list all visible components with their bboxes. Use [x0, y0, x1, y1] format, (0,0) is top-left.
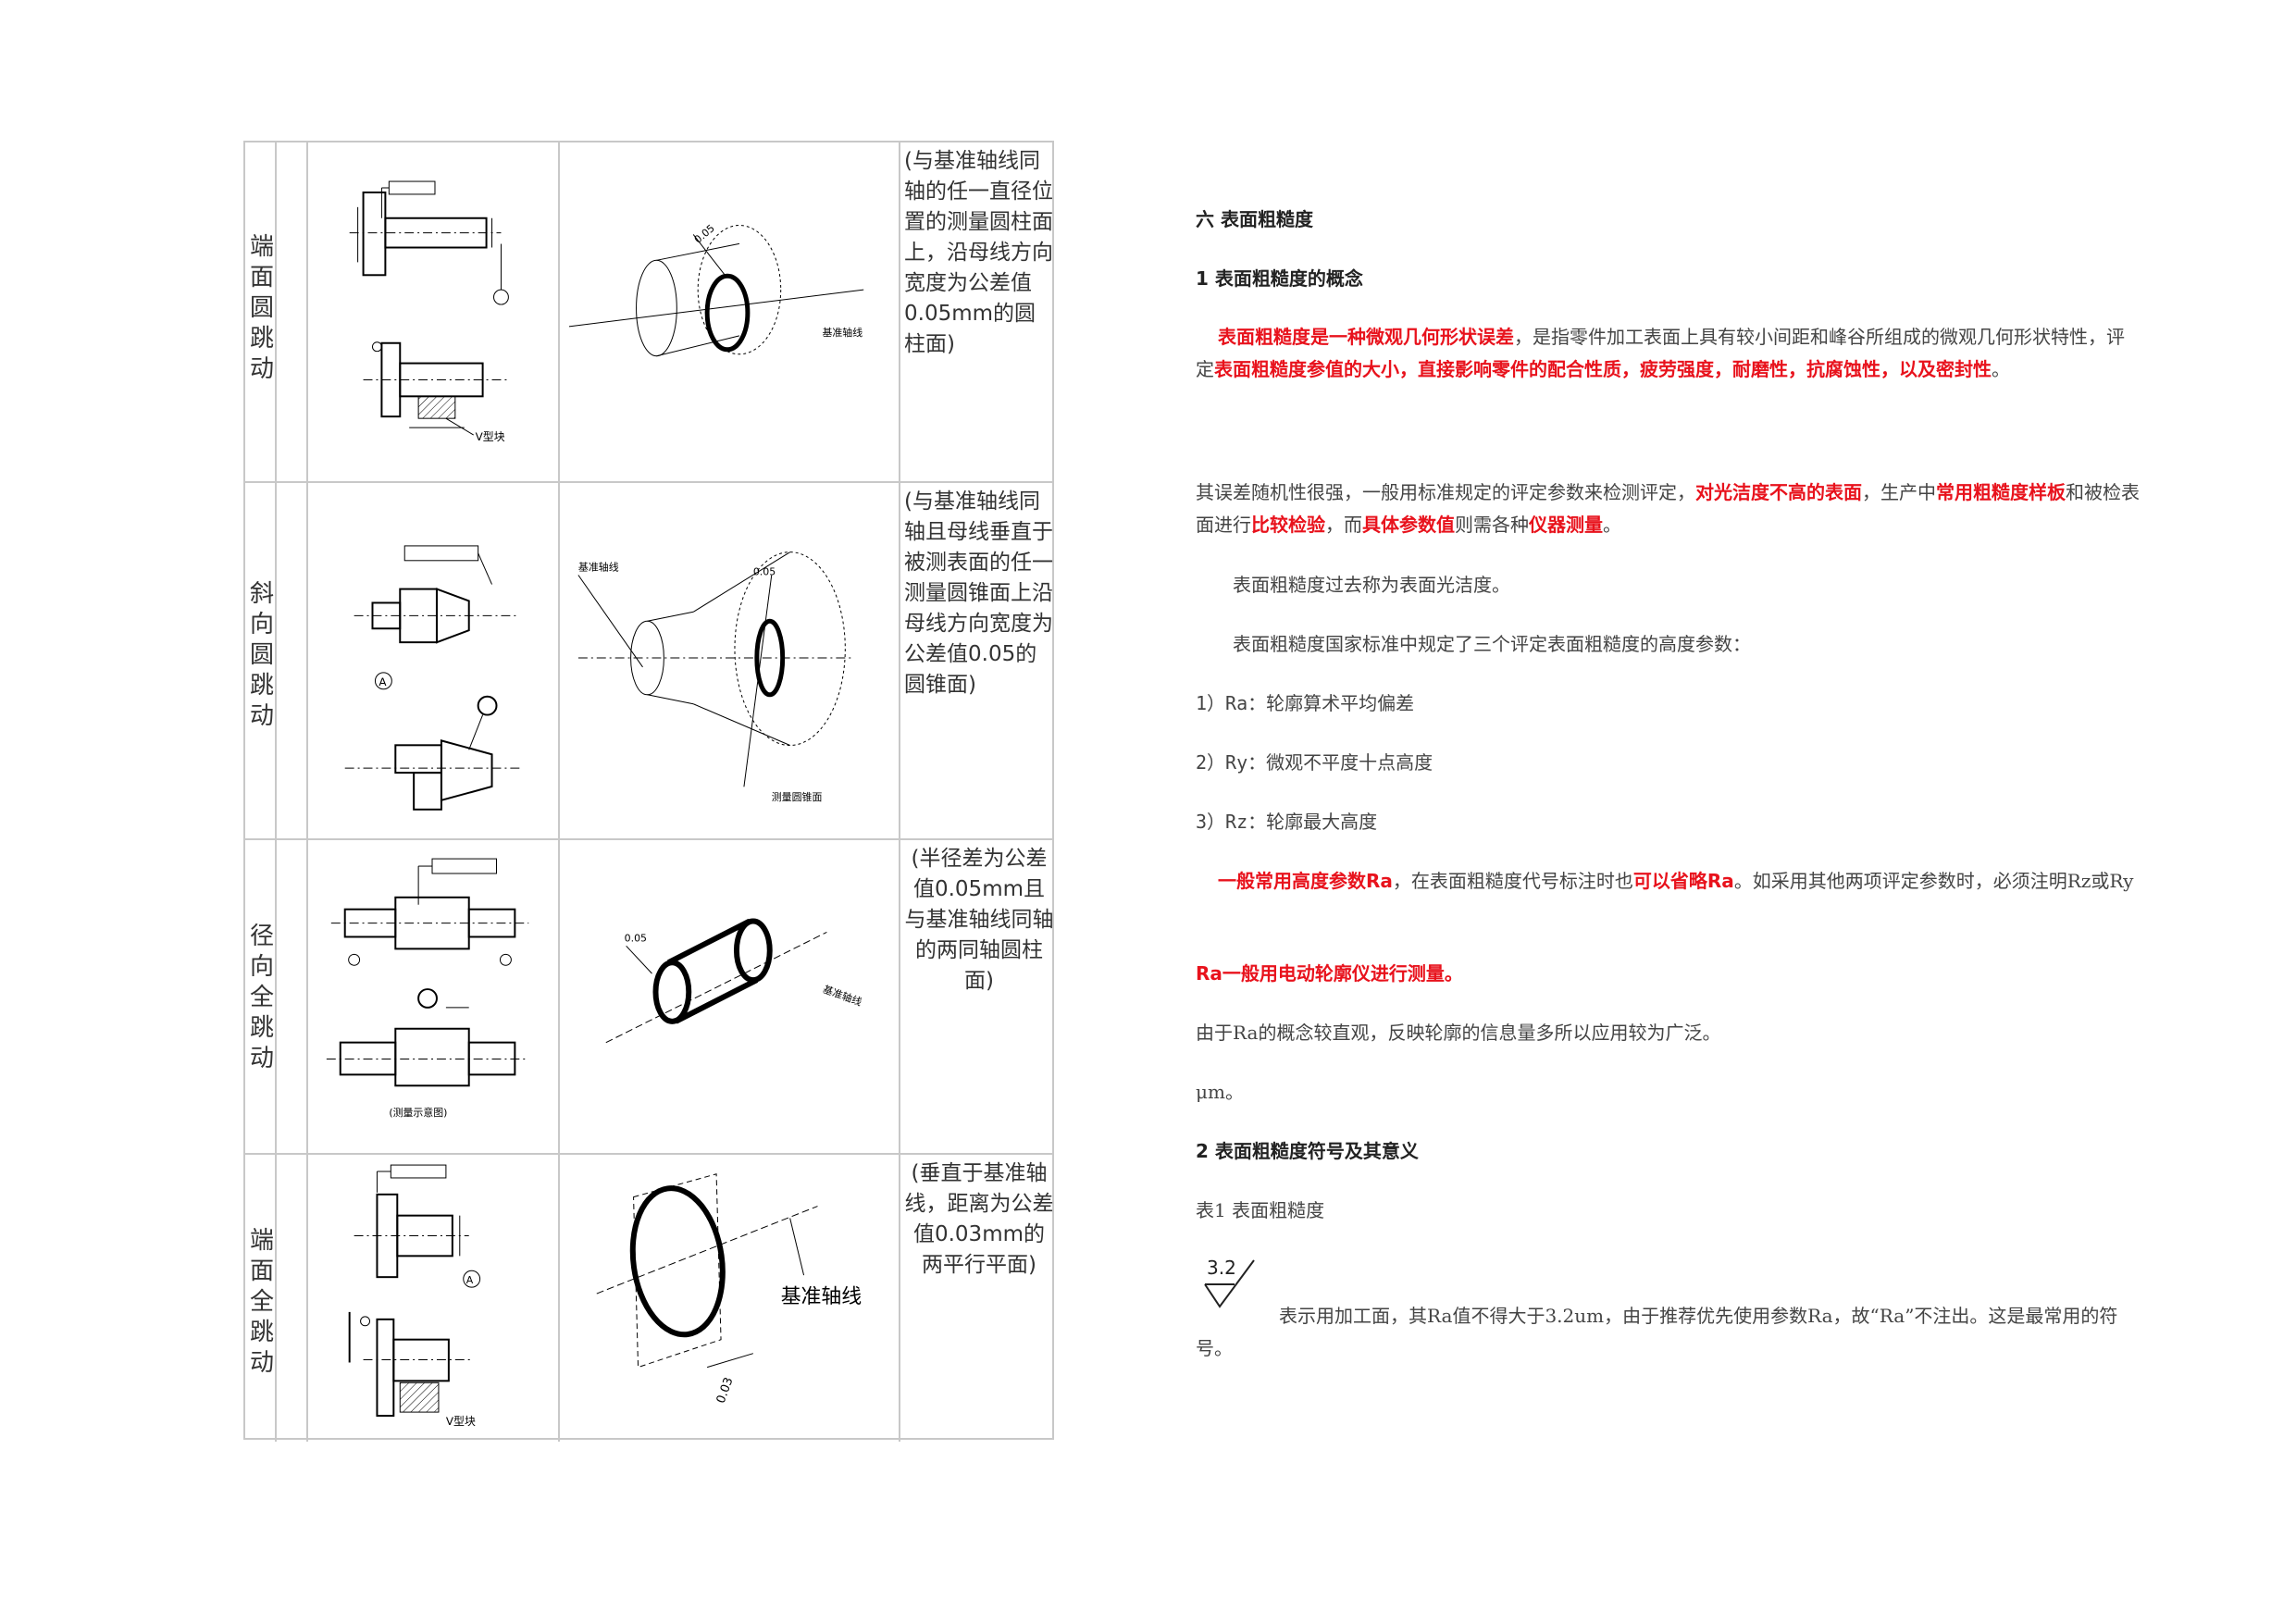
roughness-symbol: 3.2 [1203, 1257, 1259, 1312]
svg-text:基准轴线: 基准轴线 [822, 326, 863, 339]
subsection-title-2: 2 表面粗糙度符号及其意义 [1196, 1140, 1419, 1162]
svg-text:基准轴线: 基准轴线 [821, 983, 863, 1009]
symbol-drawing: V型块 [308, 142, 560, 481]
paragraph-ra-concept: 由于Ra的概念较直观，反映轮廓的信息量多所以应用较为广泛。 [1196, 1022, 1721, 1044]
symbol-drawing: (测量示意图) [308, 840, 560, 1153]
row-name: 端面圆跳动 [250, 233, 275, 383]
paragraph-standard: 表面粗糙度国家标准中规定了三个评定表面粗糙度的高度参数： [1233, 633, 1751, 655]
symbol-description: 表示用加工面，其Ra值不得大于3.2um，由于推荐优先使用参数Ra，故“Ra”不… [1196, 1305, 2118, 1359]
table-caption: 表1 表面粗糙度 [1196, 1199, 1325, 1221]
param-ry: 2）Ry：微观不平度十点高度 [1196, 751, 1433, 774]
table-row: 斜向圆跳动 A 基准轴线 [245, 483, 1053, 840]
svg-text:A: A [379, 675, 387, 688]
tolerance-table: 端面圆跳动 V型块 [243, 141, 1054, 1442]
svg-text:0.03: 0.03 [714, 1376, 737, 1406]
symbol-drawing: A [308, 483, 560, 838]
roughness-value: 3.2 [1207, 1257, 1236, 1279]
svg-text:(测量示意图): (测量示意图) [389, 1106, 447, 1119]
row-name: 斜向圆跳动 [250, 580, 275, 730]
pictorial-drawing: 基准轴线 0.05 测量圆锥面 [560, 483, 900, 838]
param-ra: 1）Ra：轮廓算术平均偏差 [1196, 692, 1415, 714]
table-row: 端面全跳动 A V型块 [245, 1155, 1054, 1442]
pictorial-drawing: 基准轴线 0.03 [560, 1155, 900, 1442]
paragraph-ra-measure: Ra一般用电动轮廓仪进行测量。 [1196, 962, 1463, 985]
svg-text:0.05: 0.05 [692, 222, 717, 246]
paragraph-concept: 表面粗糙度是一种微观几何形状误差，是指零件加工表面上具有较小间距和峰谷所组成的微… [1196, 326, 2125, 380]
row-name: 端面全跳动 [250, 1227, 275, 1377]
paragraph-ra-usage: 一般常用高度参数Ra，在表面粗糙度代号标注时也可以省略Ra。如采用其他两项评定参… [1218, 870, 2134, 892]
row-description: (与基准轴线同轴且母线垂直于被测表面的任一测量圆锥面上沿母线方向宽度为公差值0.… [904, 489, 1053, 697]
paragraph-unit: μm。 [1196, 1081, 1244, 1103]
paragraph-measurement: 其误差随机性很强，一般用标准规定的评定参数来检测评定，对光洁度不高的表面，生产中… [1196, 481, 2140, 536]
svg-text:V型块: V型块 [476, 430, 505, 443]
svg-text:0.05: 0.05 [753, 566, 776, 578]
param-rz: 3）Rz：轮廓最大高度 [1196, 811, 1378, 833]
pictorial-drawing: 0.05 基准轴线 [560, 840, 900, 1153]
svg-text:测量圆锥面: 测量圆锥面 [772, 791, 823, 803]
symbol-drawing: A V型块 [308, 1155, 560, 1442]
row-name: 径向全跳动 [250, 923, 275, 1072]
paragraph-old-name: 表面粗糙度过去称为表面光洁度。 [1233, 574, 1510, 596]
row-description: (垂直于基准轴线，距离为公差值0.03mm的两平行平面) [904, 1161, 1054, 1277]
subsection-title: 1 表面粗糙度的概念 [1196, 267, 1363, 290]
table-row: 径向全跳动 (测量示意图) [245, 840, 1054, 1155]
pictorial-drawing: 0.05 基准轴线 [560, 142, 900, 481]
row-description: (半径差为公差值0.05mm且与基准轴线同轴的两同轴圆柱面) [904, 847, 1054, 993]
svg-text:基准轴线: 基准轴线 [781, 1285, 863, 1308]
svg-text:V型块: V型块 [446, 1415, 476, 1428]
table-row: 端面圆跳动 V型块 [245, 142, 1053, 483]
svg-text:基准轴线: 基准轴线 [578, 561, 619, 574]
svg-text:A: A [466, 1274, 474, 1286]
section-title: 六 表面粗糙度 [1196, 208, 1313, 230]
svg-text:0.05: 0.05 [625, 932, 647, 944]
row-description: (与基准轴线同轴的任一直径位置的测量圆柱面上，沿母线方向宽度为公差值0.05mm… [904, 149, 1053, 356]
